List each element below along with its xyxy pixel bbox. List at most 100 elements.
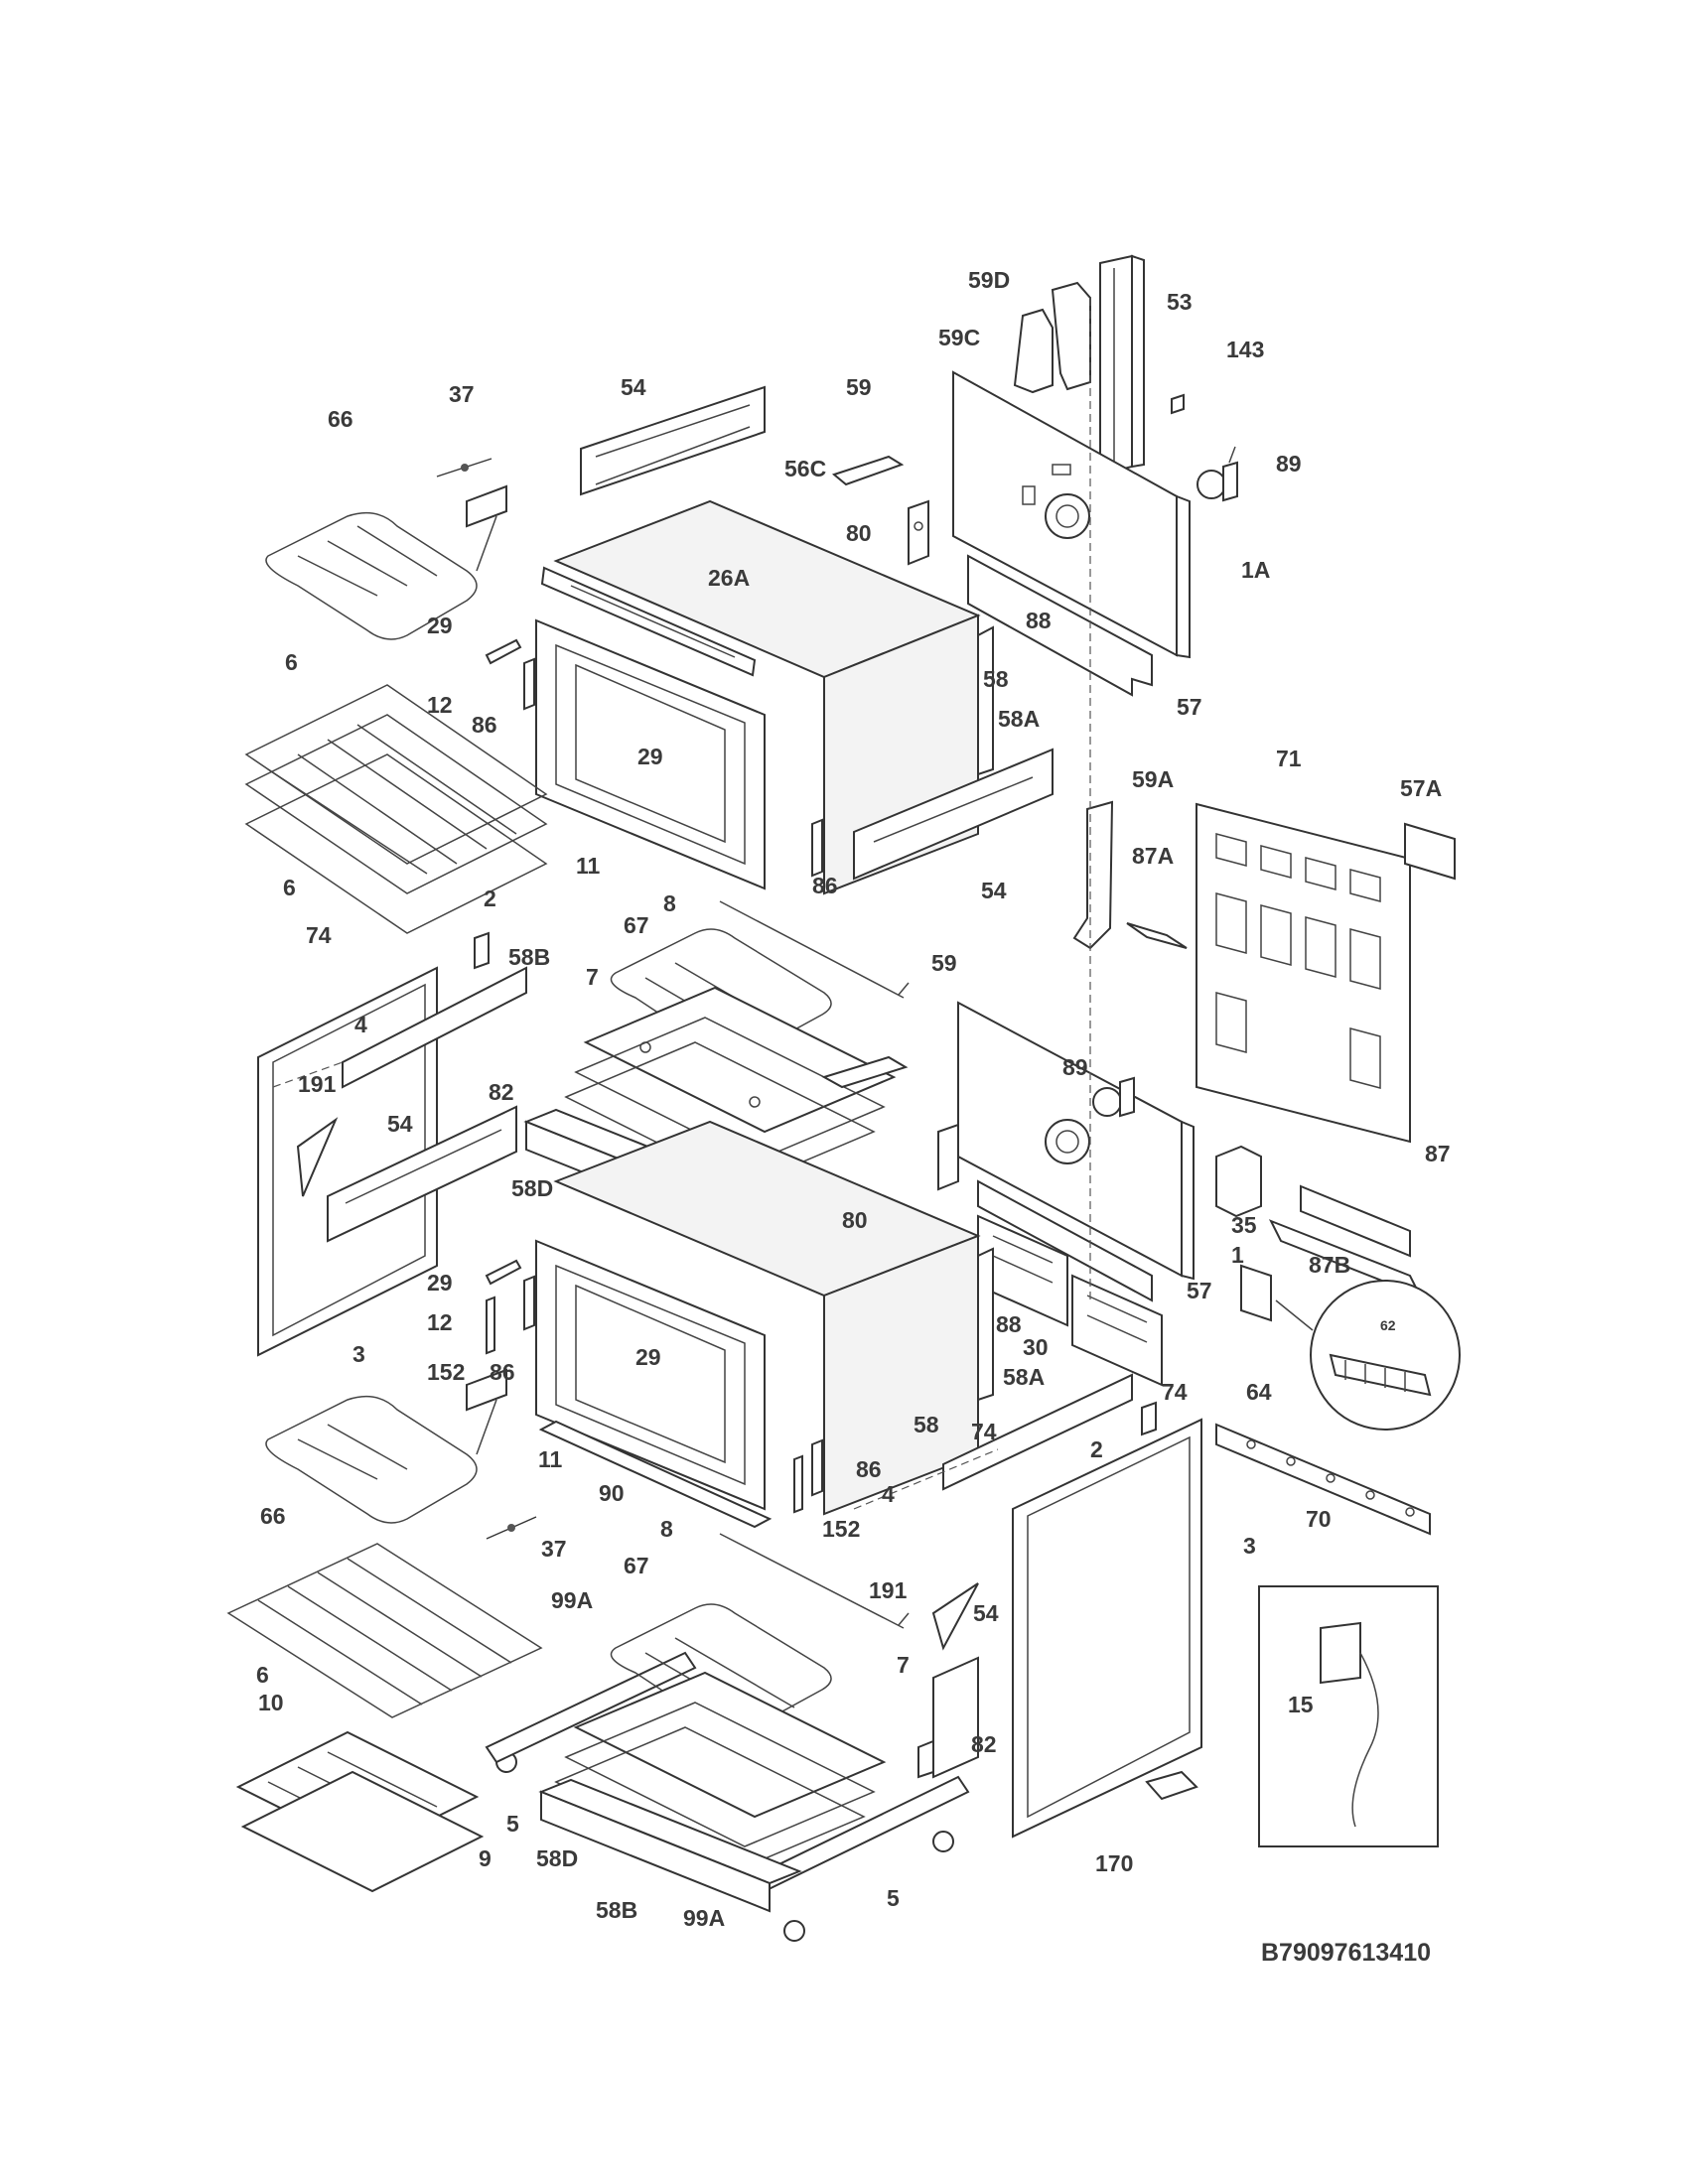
callout-191-bot: 191 <box>869 1577 908 1603</box>
part-191-bottom-shield <box>931 1582 979 1651</box>
callout-86-d: 86 <box>856 1456 882 1482</box>
part-70-strap <box>1215 1423 1431 1536</box>
callout-58-top: 58 <box>983 666 1009 692</box>
callout-53: 53 <box>1167 289 1193 315</box>
callout-58B-bot: 58B <box>596 1897 637 1923</box>
callout-54-bot: 54 <box>973 1600 999 1626</box>
callout-15: 15 <box>1288 1692 1314 1717</box>
callout-12-mid: 12 <box>427 1309 453 1335</box>
callout-89-top: 89 <box>1276 451 1302 477</box>
part-59-mid-duct <box>821 1055 909 1089</box>
upper-oven-group <box>244 254 1456 1144</box>
part-12-upper-sensor <box>485 638 522 665</box>
callout-59C: 59C <box>938 325 980 350</box>
callout-29-c: 29 <box>427 1270 453 1296</box>
callout-5-right: 5 <box>887 1885 900 1911</box>
part-57-mid-bracket <box>977 1179 1153 1302</box>
part-5-leveler-right <box>783 1831 954 1942</box>
callout-1A: 1A <box>1241 557 1270 583</box>
part-11-upper-liner-front <box>535 618 766 890</box>
callout-82-bot: 82 <box>971 1731 997 1757</box>
callout-30: 30 <box>1023 1334 1049 1360</box>
part-3-left-side-panel <box>257 966 438 1357</box>
callout-59-top: 59 <box>846 374 872 400</box>
callout-6-c: 6 <box>256 1662 269 1688</box>
callout-7-top: 7 <box>586 964 599 990</box>
callout-87: 87 <box>1425 1141 1451 1166</box>
part-12-lower-sensor <box>485 1259 522 1286</box>
callout-11-bot: 11 <box>538 1446 563 1472</box>
callout-4-right: 4 <box>882 1481 895 1507</box>
part-7-lower-tray <box>573 1671 887 1819</box>
callout-64: 64 <box>1246 1379 1272 1405</box>
callout-1: 1 <box>1231 1242 1244 1268</box>
part-89-upper-switch <box>1196 446 1238 502</box>
callout-152-left: 152 <box>427 1359 465 1385</box>
callout-26A: 26A <box>708 565 750 591</box>
callout-29-a: 29 <box>427 613 453 638</box>
callout-59D: 59D <box>968 267 1010 293</box>
part-58-lower-insulation <box>553 1120 994 1516</box>
part-152-bottom-probe <box>793 1454 803 1514</box>
part-15-inset <box>1258 1585 1439 1847</box>
callout-80-top: 80 <box>846 520 872 546</box>
detail-62-label: 62 <box>1380 1317 1396 1333</box>
callout-4-left: 4 <box>354 1012 367 1037</box>
part-3-right-side-panel <box>1012 1418 1202 1839</box>
part-152-left-probe <box>486 1296 495 1355</box>
callout-67-bot: 67 <box>624 1553 649 1578</box>
part-57-upper-bracket <box>967 554 1153 697</box>
callout-170: 170 <box>1095 1850 1133 1876</box>
part-86-upper-hinge-left <box>523 657 535 711</box>
part-87A-bracket <box>1126 922 1188 949</box>
callout-57-mid: 57 <box>1187 1278 1212 1303</box>
callout-191-left: 191 <box>298 1071 337 1097</box>
callout-86-c: 86 <box>490 1359 515 1385</box>
callout-57-top: 57 <box>1177 694 1202 720</box>
part-26A-frame <box>540 566 757 677</box>
callout-58A-top: 58A <box>998 706 1040 732</box>
callout-87A: 87A <box>1132 843 1174 869</box>
callout-29-d: 29 <box>635 1344 661 1370</box>
callout-10: 10 <box>258 1690 284 1715</box>
part-54-top-trim <box>580 385 766 496</box>
callout-71: 71 <box>1276 746 1302 771</box>
part-30-vent-panels <box>977 1214 1163 1387</box>
part-86-lower-hinge-left <box>523 1275 535 1331</box>
part-86-lower-hinge-right <box>811 1438 823 1497</box>
callout-59A: 59A <box>1132 766 1174 792</box>
callout-54-mid: 54 <box>981 878 1007 903</box>
callout-54-left: 54 <box>387 1111 413 1137</box>
callout-57A: 57A <box>1400 775 1442 801</box>
part-66-lower-broil-element <box>265 1368 507 1524</box>
part-143-clip <box>1171 393 1185 415</box>
part-59D-bracket <box>1051 281 1091 391</box>
callout-29-b: 29 <box>637 744 663 769</box>
callout-143: 143 <box>1226 337 1264 362</box>
callout-88-top: 88 <box>1026 608 1052 633</box>
part-57A-cover <box>1404 822 1456 881</box>
callout-58B-top: 58B <box>508 944 550 970</box>
callout-152-bot: 152 <box>822 1516 860 1542</box>
callout-11-top: 11 <box>576 853 601 879</box>
callout-86-a: 86 <box>472 712 497 738</box>
callout-58A-mid: 58A <box>1003 1364 1045 1390</box>
part-59A-duct <box>1072 800 1114 950</box>
part-71-back-panel <box>1196 802 1411 1144</box>
callout-74-mid: 74 <box>971 1419 997 1444</box>
part-89-mid-switch <box>1092 1076 1135 1118</box>
callout-82-top: 82 <box>489 1079 514 1105</box>
part-4-right-rail <box>942 1373 1133 1491</box>
callout-90: 90 <box>599 1480 625 1506</box>
part-87-bracket <box>1300 1184 1411 1258</box>
callout-8-bot: 8 <box>660 1516 673 1542</box>
callout-74-left: 74 <box>306 922 332 948</box>
part-37-lower-probe <box>486 1516 537 1540</box>
callout-9: 9 <box>479 1845 492 1871</box>
callout-58-mid: 58 <box>914 1412 939 1437</box>
drawing-id: B79097613410 <box>1261 1939 1431 1967</box>
part-8-lower-rod <box>719 1533 910 1629</box>
callout-6-b: 6 <box>283 875 296 900</box>
